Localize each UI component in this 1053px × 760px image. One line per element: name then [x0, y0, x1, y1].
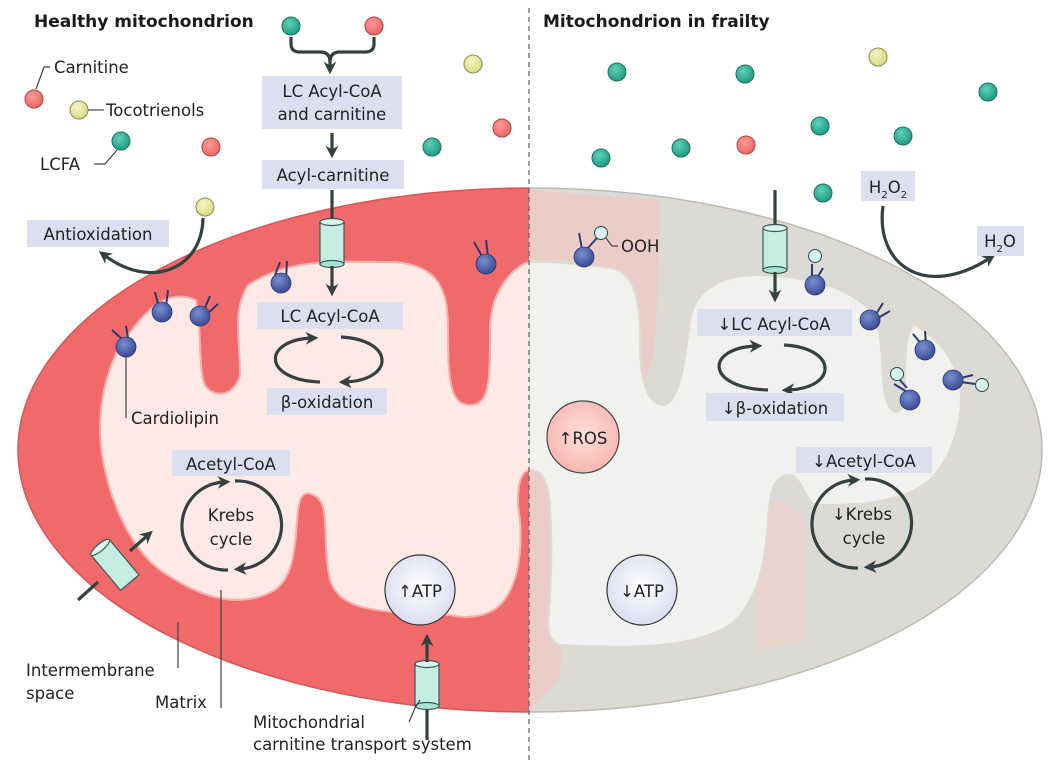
lcfa-molecule: [893, 126, 913, 146]
tocotrienol-legend-swatch: [69, 100, 89, 120]
legend: Carnitine Tocotrienols LCFA: [24, 58, 204, 174]
beta-oxidation-label: β-oxidation: [281, 393, 374, 412]
diagonal-transporter: [76, 530, 153, 602]
frail-lc-acyl-coa-label: ↓LC Acyl-CoA: [717, 315, 831, 334]
carnitine-transporter: [319, 217, 345, 269]
h2o2-to-h2o-arrow: [880, 205, 996, 278]
lcfa-molecule: [591, 148, 611, 168]
cardiolipin-molecule: [151, 289, 173, 323]
cardiolipin-molecule: [473, 239, 497, 275]
atp-decrease-circle: [606, 554, 678, 626]
frail-lc-acyl-coa-box: [697, 309, 852, 336]
carnitine-molecule: [492, 118, 512, 138]
cardiolipin-label: Cardiolipin: [131, 409, 219, 428]
frail-krebs-line2: cycle: [843, 529, 886, 548]
lcfa-molecule: [607, 62, 627, 82]
cardiolipin-group: [111, 239, 497, 358]
frailty-title: Mitochondrion in frailty: [543, 12, 770, 32]
antioxidation-arrow: [98, 217, 205, 274]
legend-carnitine-label: Carnitine: [54, 58, 129, 77]
ros-increase-circle: [546, 400, 620, 474]
beta-oxidation-cycle-icon: [273, 331, 384, 389]
acetyl-coa-label: Acetyl-CoA: [186, 455, 277, 474]
cardiolipin-molecule: [912, 330, 936, 361]
acyl-carnitine-box: [262, 160, 404, 189]
atp-decrease-label: ↓ATP: [620, 582, 664, 601]
healthy-molecules: [195, 16, 512, 217]
healthy-matrix: [98, 260, 529, 618]
cardiolipin-molecule: [111, 325, 137, 358]
beta-oxidation-box: [267, 388, 387, 415]
intermembrane-label-line2: space: [26, 684, 74, 703]
lcfa-molecule: [810, 116, 830, 136]
acetyl-coa-box: [172, 450, 290, 476]
ooh-label: OOH: [621, 237, 659, 256]
atp-increase-label: ↑ATP: [398, 582, 442, 601]
acyl-carnitine-label: Acyl-carnitine: [277, 166, 390, 185]
ros-increase-label: ↑ROS: [559, 429, 608, 448]
tocotrienol-molecule: [195, 197, 215, 217]
lcfa-molecule: [422, 137, 442, 157]
lcfa-molecule: [281, 16, 301, 36]
frailty-molecules: [591, 47, 998, 203]
antioxidation-box: [27, 220, 169, 247]
transport-leader: [408, 699, 421, 723]
lcfa-molecule: [671, 138, 691, 158]
frail-matrix: [529, 261, 962, 648]
carnitine-molecule: [364, 16, 384, 36]
oxidized-cardiolipin: [942, 369, 989, 392]
frail-beta-oxidation-box: [706, 393, 844, 421]
lc-acyl-coa-carnitine-box: [262, 76, 402, 129]
atp-increase-circle: [384, 554, 456, 626]
cardiolipin-molecule: [859, 302, 891, 331]
lcfa-legend-swatch: [111, 131, 131, 151]
frail-krebs-line1: ↓Krebs: [832, 505, 892, 524]
cardiolipin-molecule: [270, 260, 292, 294]
frail-carnitine-transporter: [762, 223, 788, 275]
h2o-label: H2O: [984, 232, 1016, 255]
krebs-line1: Krebs: [208, 506, 254, 525]
merge-bracket-right: [328, 37, 376, 63]
lcfa-molecule: [978, 82, 998, 102]
oxidized-cardiolipin: [804, 249, 826, 296]
lc-acyl-coa-carnitine-line1: LC Acyl-CoA: [282, 82, 382, 101]
h2o2-box: [861, 171, 915, 201]
krebs-line2: cycle: [210, 530, 253, 549]
frail-krebs-cycle-icon: [810, 473, 914, 574]
carnitine-molecule: [736, 135, 756, 155]
merge-bracket-arrow: [289, 37, 337, 75]
transport-label-line2: carnitine transport system: [253, 735, 472, 754]
frail-beta-oxidation-label: ↓β-oxidation: [722, 399, 828, 418]
h2o2-label: H2O2: [869, 178, 907, 201]
transport-label-line1: Mitochondrial: [253, 713, 365, 732]
intermembrane-label-line1: Intermembrane: [26, 661, 155, 680]
healthy-title: Healthy mitochondrion: [34, 12, 254, 32]
tocotrienol-molecule: [463, 54, 483, 74]
frail-cardiolipin-group: [804, 249, 989, 411]
krebs-cycle-icon: [180, 475, 284, 576]
lc-acyl-coa-carnitine-line2: and carnitine: [278, 105, 387, 124]
cardiolipin-molecule: [189, 295, 219, 327]
carnitine-molecule: [201, 137, 221, 157]
bottom-transporter: [414, 633, 440, 740]
legend-lcfa-label: LCFA: [40, 155, 81, 174]
carnitine-legend-swatch: [24, 89, 44, 109]
antioxidation-label: Antioxidation: [44, 225, 153, 244]
legend-tocotrienols-label: Tocotrienols: [105, 101, 204, 120]
h2o-box: [977, 226, 1024, 256]
lcfa-molecule: [735, 64, 755, 84]
lc-acyl-coa-label: LC Acyl-CoA: [280, 307, 380, 326]
oxidized-cardiolipin: [573, 226, 618, 268]
oxidized-cardiolipin: [890, 367, 921, 411]
matrix-label: Matrix: [155, 693, 207, 712]
frail-acetyl-coa-box: [796, 447, 932, 473]
tocotrienol-molecule: [868, 47, 888, 67]
frail-beta-oxidation-cycle-icon: [717, 339, 827, 397]
lc-acyl-coa-box: [257, 302, 403, 329]
frail-acetyl-coa-label: ↓Acetyl-CoA: [812, 452, 916, 471]
lcfa-molecule: [813, 183, 833, 203]
